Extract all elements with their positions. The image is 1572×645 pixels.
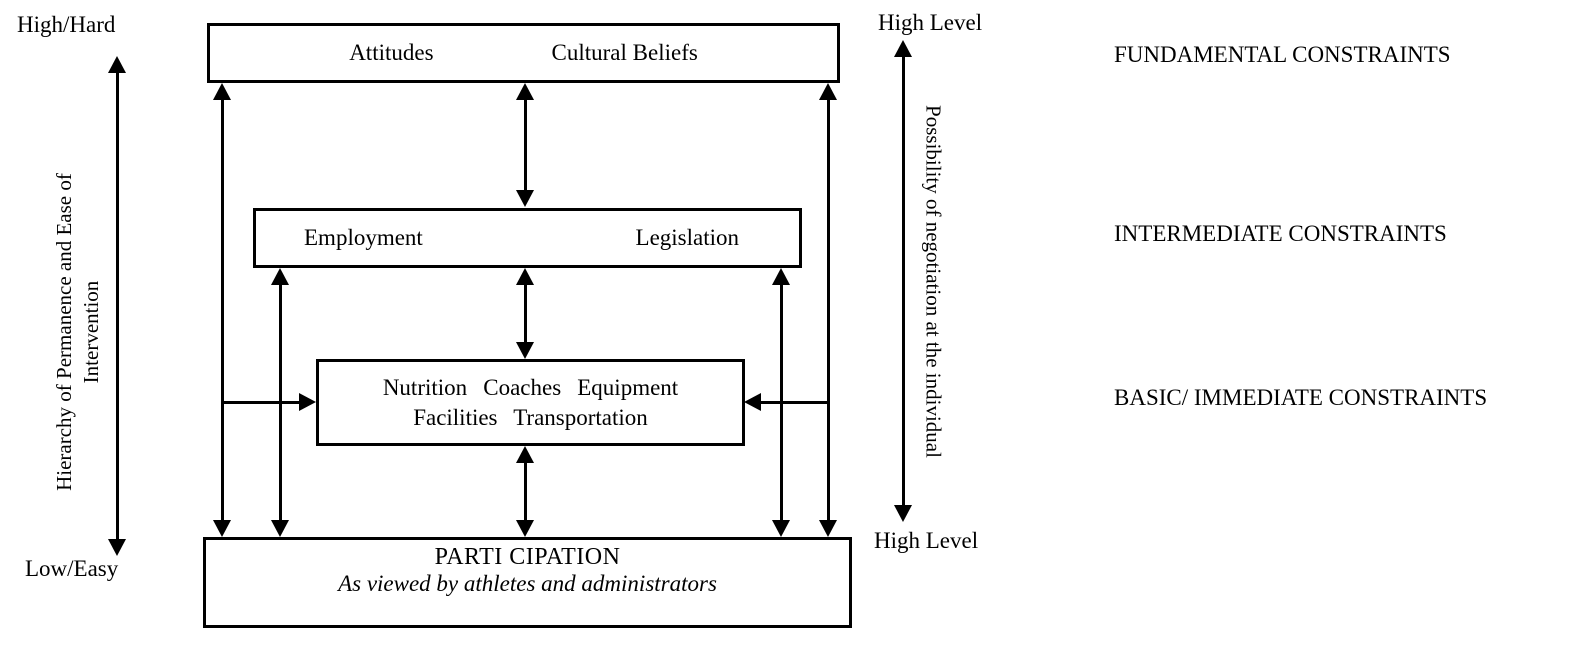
arrow-head-down-icon xyxy=(516,342,534,359)
arrow-head-down-icon xyxy=(271,520,289,537)
cultural-beliefs-label: Cultural Beliefs xyxy=(551,40,698,65)
participation-box: PARTI CIPATION As viewed by athletes and… xyxy=(203,537,852,628)
fundamental-to-intermediate-arrow xyxy=(516,83,534,207)
intermediate-to-basic-arrow xyxy=(516,268,534,359)
left-axis-rotated-line2: Intervention xyxy=(79,280,103,384)
arrow-line xyxy=(758,400,830,404)
fundamental-constraints-box: Attitudes Cultural Beliefs xyxy=(207,23,840,83)
arrow-head-up-icon xyxy=(819,83,837,100)
arrow-line xyxy=(826,97,830,523)
arrow-head-down-icon xyxy=(894,505,912,522)
arrow-head-down-icon xyxy=(213,520,231,537)
left-axis-top-label: High/Hard xyxy=(17,12,116,37)
employment-label: Employment xyxy=(304,225,423,250)
left-axis-bottom-label: Low/Easy xyxy=(25,556,119,581)
arrow-line xyxy=(901,54,905,508)
arrow-head-up-icon xyxy=(516,446,534,463)
attitudes-label: Attitudes xyxy=(349,40,434,65)
arrow-head-down-icon xyxy=(108,539,126,556)
left-axis-rotated-label: Hierarchy of Permanence and Ease of Inte… xyxy=(51,122,105,542)
left-axis-rotated-line1: Hierarchy of Permanence and Ease of xyxy=(52,173,76,491)
arrow-line xyxy=(220,97,224,523)
arrow-head-up-icon xyxy=(213,83,231,100)
left-branch-into-basic-arrow xyxy=(221,393,316,411)
fundamental-to-participation-right-arrow xyxy=(819,83,837,537)
basic-constraints-box: Nutrition Coaches Equipment Facilities T… xyxy=(316,359,745,446)
right-axis-top-label: High Level xyxy=(878,10,983,35)
arrow-head-down-icon xyxy=(772,520,790,537)
arrow-head-up-icon xyxy=(108,56,126,73)
intermediate-constraints-label: INTERMEDIATE CONSTRAINTS xyxy=(1114,221,1447,246)
negotiation-axis-arrow xyxy=(894,40,912,522)
arrow-line xyxy=(523,460,527,523)
basic-box-line1: Nutrition Coaches Equipment xyxy=(382,374,679,400)
right-branch-into-basic-arrow xyxy=(744,393,830,411)
intermediate-constraints-box: Employment Legislation xyxy=(253,208,802,268)
arrow-head-left-icon xyxy=(744,393,761,411)
arrow-head-up-icon xyxy=(516,83,534,100)
arrow-head-right-icon xyxy=(299,393,316,411)
arrow-head-up-icon xyxy=(516,268,534,285)
hierarchy-axis-arrow xyxy=(108,56,126,556)
basic-to-participation-arrow xyxy=(516,446,534,537)
legislation-label: Legislation xyxy=(635,225,739,250)
arrow-line xyxy=(221,400,302,404)
basic-box-line2: Facilities Transportation xyxy=(413,404,648,430)
arrow-head-up-icon xyxy=(894,40,912,57)
arrow-line xyxy=(523,282,527,345)
basic-constraints-label: BASIC/ IMMEDIATE CONSTRAINTS xyxy=(1114,385,1488,410)
arrow-head-down-icon xyxy=(516,190,534,207)
arrow-head-up-icon xyxy=(772,268,790,285)
right-axis-rotated-label: Possibility of negotiation at the indivi… xyxy=(921,105,946,458)
arrow-line xyxy=(523,97,527,193)
arrow-line xyxy=(115,70,119,542)
fundamental-to-participation-left-arrow xyxy=(213,83,231,537)
participation-subtitle: As viewed by athletes and administrators xyxy=(338,571,717,596)
arrow-head-down-icon xyxy=(819,520,837,537)
right-axis-bottom-label: High Level xyxy=(874,528,979,553)
participation-title: PARTI CIPATION xyxy=(434,544,621,570)
fundamental-constraints-label: FUNDAMENTAL CONSTRAINTS xyxy=(1114,42,1451,67)
arrow-head-down-icon xyxy=(516,520,534,537)
arrow-head-up-icon xyxy=(271,268,289,285)
